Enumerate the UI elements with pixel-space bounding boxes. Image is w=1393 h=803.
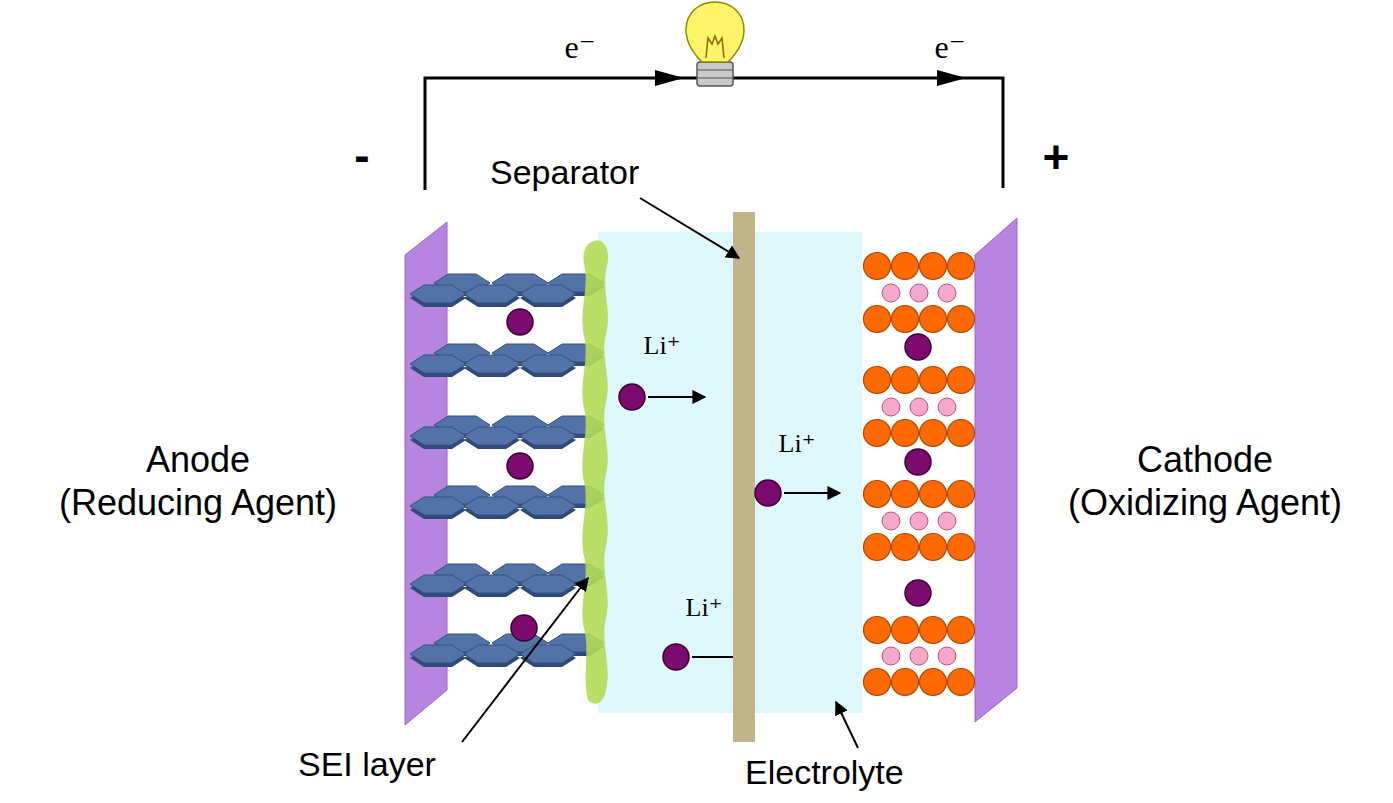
graphene-sheet	[464, 427, 520, 445]
metal-atom	[938, 284, 956, 302]
lithium-atom	[511, 615, 537, 641]
separator	[733, 212, 755, 742]
lithium-atom	[905, 449, 931, 475]
oxygen-atom	[920, 617, 947, 644]
oxygen-atom	[920, 420, 947, 447]
oxygen-atom	[920, 534, 947, 561]
oxygen-atom	[864, 420, 891, 447]
part-label: Separator	[490, 152, 639, 193]
lithium-atom	[905, 334, 931, 360]
oxygen-atom	[920, 481, 947, 508]
oxygen-atom	[920, 306, 947, 333]
oxygen-atom	[920, 367, 947, 394]
graphene-sheet	[520, 427, 576, 445]
metal-atom	[882, 284, 900, 302]
oxygen-atom	[892, 306, 919, 333]
graphene-sheet	[410, 427, 466, 445]
graphene-sheet	[520, 575, 576, 593]
electron-label: e⁻	[564, 28, 595, 66]
graphene-sheet	[520, 497, 576, 515]
metal-atom	[882, 512, 900, 530]
metal-atom	[910, 284, 928, 302]
sei-layer	[582, 241, 608, 704]
metal-atom	[910, 647, 928, 665]
leader-arrow	[640, 198, 739, 258]
graphene-sheet	[464, 497, 520, 515]
oxygen-atom	[920, 253, 947, 280]
oxygen-atom	[892, 253, 919, 280]
graphene-sheet	[410, 497, 466, 515]
lithium-atom	[507, 309, 533, 335]
oxygen-atom	[864, 534, 891, 561]
oxygen-atom	[864, 669, 891, 696]
oxygen-atom	[892, 617, 919, 644]
leader-arrow	[836, 702, 858, 748]
terminal-sign: -	[354, 128, 369, 183]
cathode-lattice	[864, 253, 975, 696]
electron-label: e⁻	[934, 28, 965, 66]
intercalated-lithium	[507, 309, 537, 641]
oxygen-atom	[864, 253, 891, 280]
terminal-sign: +	[1043, 130, 1070, 185]
graphene-sheet	[410, 575, 466, 593]
ion-label: Li⁺	[686, 592, 723, 623]
oxygen-atom	[864, 481, 891, 508]
lithium-ion	[619, 384, 840, 670]
graphene-sheet	[464, 285, 520, 303]
light-bulb	[686, 2, 744, 86]
graphene-sheet	[520, 285, 576, 303]
part-label: Electrolyte	[745, 752, 904, 793]
lithium-atom	[905, 580, 931, 606]
oxygen-atom	[948, 669, 975, 696]
metal-atom	[882, 647, 900, 665]
oxygen-atom	[948, 306, 975, 333]
graphene-sheet	[464, 645, 520, 663]
oxygen-atom	[864, 306, 891, 333]
lithium-atom	[507, 453, 533, 479]
ion-label: Li⁺	[779, 428, 816, 459]
electrode-label: Anode (Reducing Agent)	[59, 438, 337, 524]
oxygen-atom	[892, 534, 919, 561]
electron-arrowhead	[655, 70, 684, 86]
graphene-sheet	[464, 355, 520, 373]
metal-atom	[910, 398, 928, 416]
oxygen-atom	[948, 420, 975, 447]
leader-arrow	[462, 578, 588, 742]
oxygen-atom	[948, 534, 975, 561]
oxygen-atom	[920, 669, 947, 696]
part-label: SEI layer	[298, 744, 436, 785]
metal-atom	[938, 647, 956, 665]
electrode-label: Cathode (Oxidizing Agent)	[1068, 438, 1342, 524]
oxygen-atom	[892, 367, 919, 394]
graphene-sheet	[464, 575, 520, 593]
oxygen-atom	[864, 367, 891, 394]
oxygen-atom	[892, 420, 919, 447]
graphene-sheet	[410, 645, 466, 663]
graphene-sheet	[410, 285, 466, 303]
oxygen-atom	[948, 481, 975, 508]
oxygen-atom	[948, 367, 975, 394]
oxygen-atom	[948, 617, 975, 644]
metal-atom	[882, 398, 900, 416]
electron-arrowhead	[937, 70, 966, 86]
electrolyte	[598, 232, 862, 713]
oxygen-atom	[864, 617, 891, 644]
graphene-sheet	[520, 355, 576, 373]
oxygen-atom	[892, 481, 919, 508]
metal-atom	[938, 398, 956, 416]
oxygen-atom	[948, 253, 975, 280]
metal-atom	[910, 512, 928, 530]
ion-label: Li⁺	[644, 330, 681, 361]
graphene-sheet	[410, 355, 466, 373]
metal-atom	[938, 512, 956, 530]
graphite-layers	[410, 274, 604, 667]
oxygen-atom	[892, 669, 919, 696]
cathode-collector	[975, 218, 1017, 722]
